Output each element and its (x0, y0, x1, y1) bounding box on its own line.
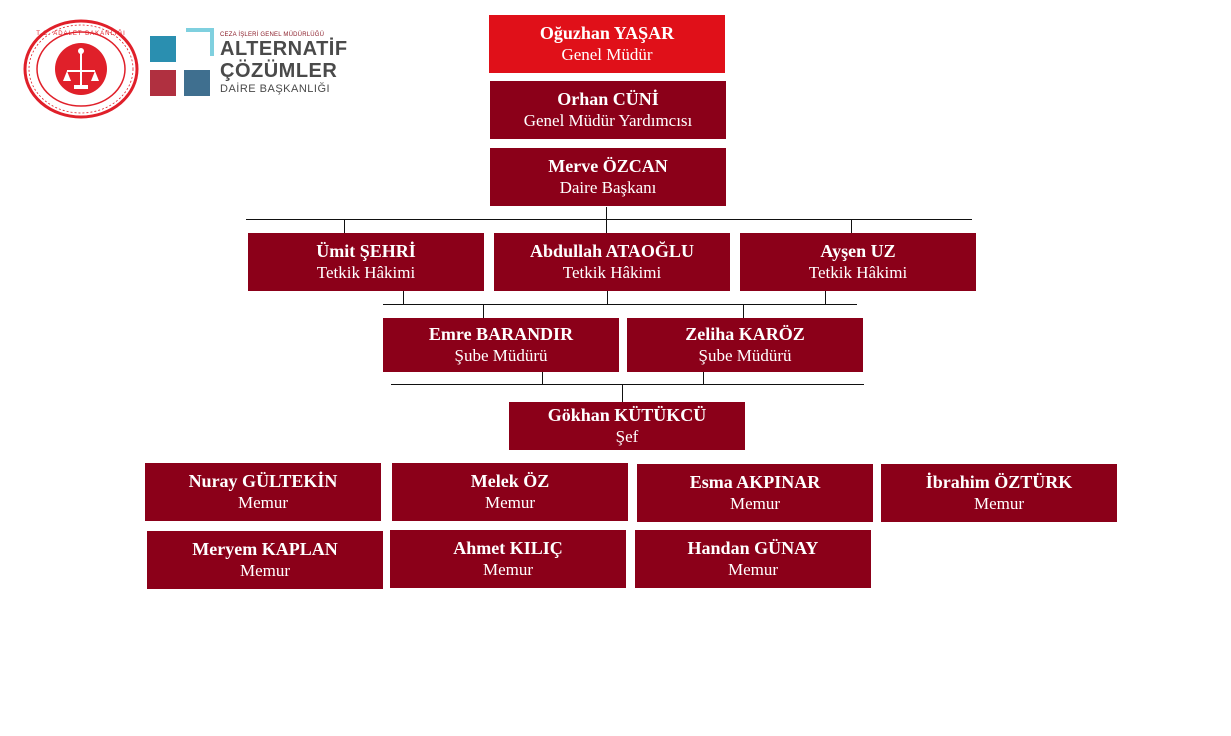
logo-line-1: ALTERNATİF (220, 38, 348, 60)
connector (743, 304, 744, 318)
box-memur-2: Melek ÖZ Memur (392, 463, 628, 521)
person-name: Ümit ŞEHRİ (316, 241, 416, 261)
person-title: Memur (482, 560, 534, 579)
connector (383, 304, 857, 305)
person-title: Memur (729, 494, 781, 513)
box-tetkik-hakimi-2: Abdullah ATAOĞLU Tetkik Hâkimi (494, 233, 730, 291)
logo-corner-light-teal (186, 28, 214, 56)
person-title: Tetkik Hâkimi (808, 263, 908, 282)
connector (483, 304, 484, 318)
logo-square-teal (150, 36, 176, 62)
person-name: Melek ÖZ (470, 471, 550, 491)
box-tetkik-hakimi-3: Ayşen UZ Tetkik Hâkimi (740, 233, 976, 291)
person-name: Esma AKPINAR (689, 472, 821, 492)
logo-subtitle: CEZA İŞLERİ GENEL MÜDÜRLÜĞÜ (220, 32, 325, 38)
alternatif-cozumler-logo: CEZA İŞLERİ GENEL MÜDÜRLÜĞÜ ALTERNATİF Ç… (150, 28, 347, 100)
logo-square-slate (184, 70, 210, 96)
person-title: Genel Müdür (561, 45, 653, 64)
ministry-seal-logo: T.C. ADALET BAKANLIĞI (22, 19, 140, 119)
person-name: Abdullah ATAOĞLU (530, 241, 694, 261)
box-memur-5: Meryem KAPLAN Memur (147, 531, 383, 589)
connector (606, 207, 607, 234)
box-memur-4: İbrahim ÖZTÜRK Memur (881, 464, 1117, 522)
person-title: Şef (615, 427, 639, 446)
person-title: Genel Müdür Yardımcısı (523, 111, 693, 130)
person-name: Ayşen UZ (820, 241, 896, 261)
person-title: Daire Başkanı (559, 178, 657, 197)
person-name: Ahmet KILIÇ (453, 538, 563, 558)
box-genel-mudur: Oğuzhan YAŞAR Genel Müdür (489, 15, 725, 73)
box-genel-mudur-yardimcisi: Orhan CÜNİ Genel Müdür Yardımcısı (490, 81, 726, 139)
person-name: Orhan CÜNİ (557, 89, 659, 109)
connector (703, 372, 704, 384)
person-title: Memur (239, 561, 291, 580)
connector (825, 291, 826, 304)
person-title: Tetkik Hâkimi (316, 263, 416, 282)
person-name: Gökhan KÜTÜKCÜ (547, 405, 707, 425)
box-memur-1: Nuray GÜLTEKİN Memur (145, 463, 381, 521)
person-name: Handan GÜNAY (687, 538, 819, 558)
person-name: İbrahim ÖZTÜRK (925, 472, 1073, 492)
person-title: Memur (237, 493, 289, 512)
logo-line-3: DAİRE BAŞKANLIĞI (220, 83, 331, 95)
box-memur-3: Esma AKPINAR Memur (637, 464, 873, 522)
person-name: Emre BARANDIR (428, 324, 574, 344)
svg-text:T.C. ADALET BAKANLIĞI: T.C. ADALET BAKANLIĞI (36, 30, 126, 37)
person-title: Memur (727, 560, 779, 579)
person-name: Merve ÖZCAN (548, 156, 668, 176)
box-sube-muduru-1: Emre BARANDIR Şube Müdürü (383, 318, 619, 372)
logo-square-red (150, 70, 176, 96)
person-name: Nuray GÜLTEKİN (188, 471, 338, 491)
box-daire-baskani: Merve ÖZCAN Daire Başkanı (490, 148, 726, 206)
box-sube-muduru-2: Zeliha KARÖZ Şube Müdürü (627, 318, 863, 372)
connector (851, 219, 852, 234)
person-title: Memur (484, 493, 536, 512)
person-title: Şube Müdürü (698, 346, 792, 365)
connector (246, 219, 972, 220)
logo-line-2: ÇÖZÜMLER (220, 60, 338, 82)
person-name: Oğuzhan YAŞAR (539, 23, 675, 43)
box-sef: Gökhan KÜTÜKCÜ Şef (509, 402, 745, 450)
box-memur-6: Ahmet KILIÇ Memur (390, 530, 626, 588)
person-title: Şube Müdürü (454, 346, 548, 365)
person-name: Meryem KAPLAN (192, 539, 338, 559)
person-title: Memur (973, 494, 1025, 513)
connector (391, 384, 864, 385)
connector (622, 384, 623, 402)
connector (542, 372, 543, 384)
connector (607, 291, 608, 304)
person-name: Zeliha KARÖZ (685, 324, 805, 344)
box-tetkik-hakimi-1: Ümit ŞEHRİ Tetkik Hâkimi (248, 233, 484, 291)
box-memur-7: Handan GÜNAY Memur (635, 530, 871, 588)
person-title: Tetkik Hâkimi (562, 263, 662, 282)
connector (403, 291, 404, 304)
connector (344, 219, 345, 234)
